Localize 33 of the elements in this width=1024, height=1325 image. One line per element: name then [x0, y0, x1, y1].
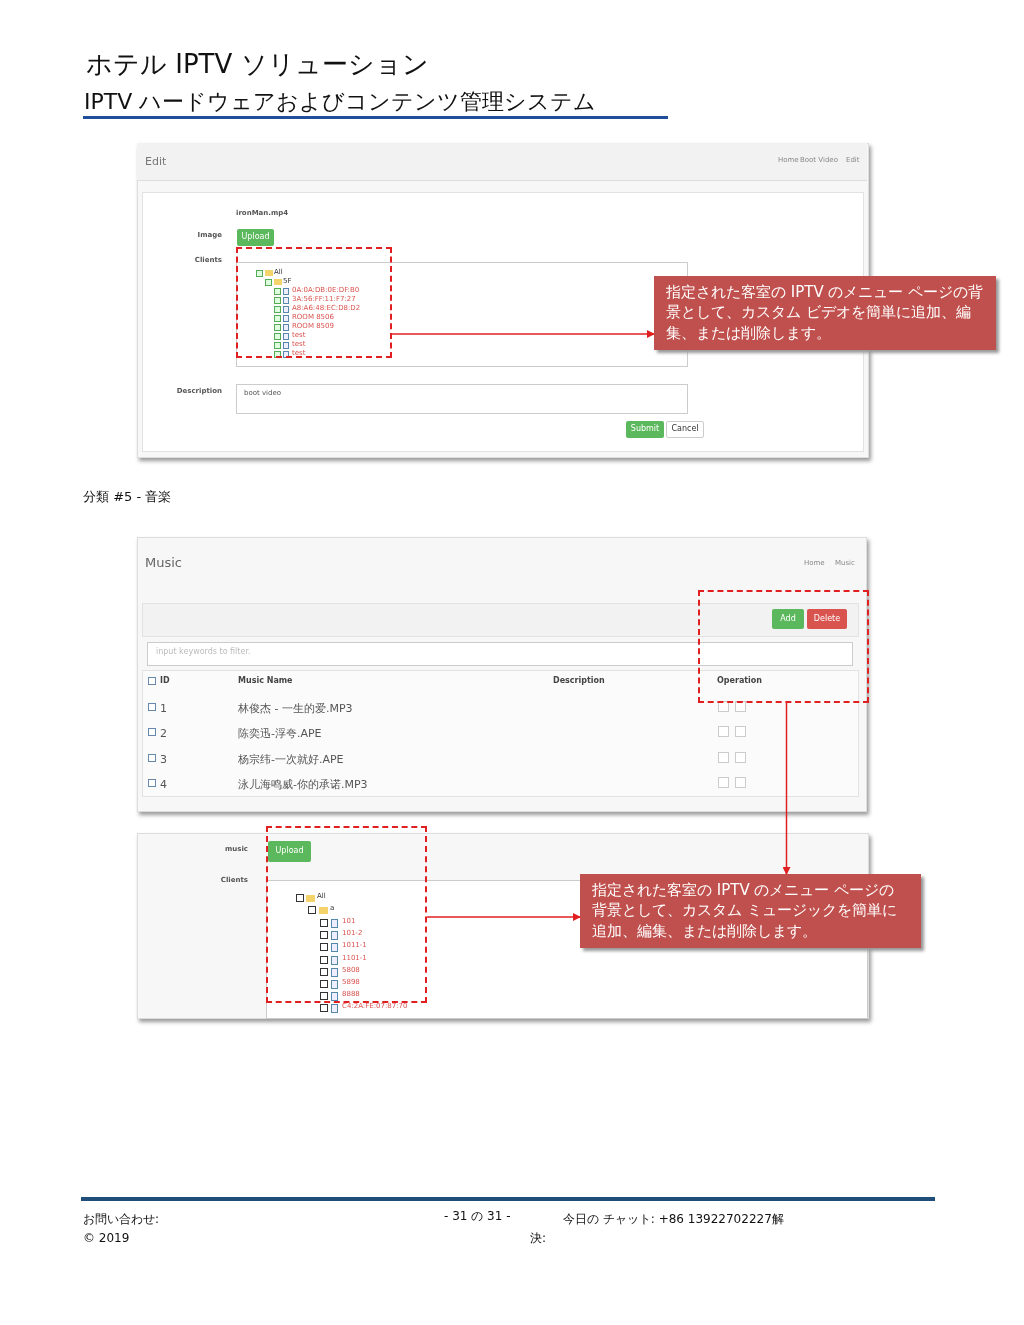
arrow	[426, 913, 581, 921]
submit-button: Submit	[626, 421, 664, 438]
column-header: Music Name	[238, 677, 293, 686]
table-cell: 1	[160, 703, 167, 716]
table-cell: 2	[160, 728, 167, 741]
section-heading: 分類 #5 - 音楽	[83, 490, 172, 505]
table-cell: 陈奕迅-浮夸.APE	[238, 728, 322, 741]
upload-button: Upload	[237, 229, 274, 246]
column-header: Operation	[717, 677, 763, 686]
table-cell: 杨宗纬-一次就好.APE	[238, 754, 344, 767]
callout-box: 指定された客室の IPTV のメニュー ページの背景として、カスタム ミュージックを簡単に追加、編集、または削除します。	[580, 874, 921, 948]
table-cell: 3	[160, 754, 167, 767]
subtitle: IPTV ハードウェアおよびコンテンツ管理システム	[84, 90, 597, 115]
arrow	[782, 702, 791, 875]
upload-button: Upload	[268, 841, 311, 862]
cancel-button: Cancel	[666, 421, 704, 438]
footer-text: - 31 の 31 -	[444, 1210, 511, 1224]
add-button: Add	[772, 609, 804, 629]
column-header: Description	[553, 677, 605, 686]
delete-button: Delete	[807, 609, 847, 629]
page-heading: Edit	[145, 156, 167, 169]
arrow	[391, 330, 655, 338]
footer-text: 今日の チャット: +86 13922702227解	[563, 1213, 784, 1227]
table-cell: 林俊杰 - 一生的爱.MP3	[238, 703, 353, 716]
footer-text: お問い合わせ:	[83, 1213, 160, 1227]
page-heading: Music	[145, 556, 182, 571]
callout-box: 指定された客室の IPTV のメニュー ページの背景として、カスタム ビデオを簡単に追加、編集、または削除します。	[654, 276, 996, 350]
footer-text: © 2019	[83, 1232, 130, 1246]
table-cell: 4	[160, 779, 167, 792]
placeholder-text: input keywords to filter.	[156, 648, 251, 657]
footer-text: 決:	[530, 1232, 547, 1246]
page-title: ホテル IPTV ソリューション	[86, 50, 429, 79]
column-header: ID	[160, 677, 170, 686]
